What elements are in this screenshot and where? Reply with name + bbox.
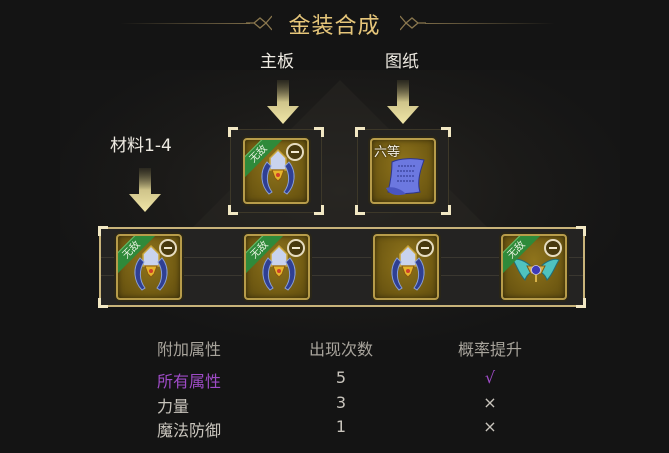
- main-board-frame: 无敌: [228, 127, 324, 215]
- page-title: 金装合成: [288, 14, 381, 39]
- title-bar: 金装合成: [0, 6, 669, 40]
- grade-label: 六等: [374, 145, 401, 160]
- row-count: 1: [335, 417, 347, 436]
- ornament-right-icon: [400, 15, 426, 31]
- materials-frame: 无敌 无敌 无敌: [98, 226, 586, 308]
- material-slot-3[interactable]: [373, 234, 439, 300]
- row-count: 5: [335, 368, 347, 387]
- row-count: 3: [335, 393, 347, 412]
- check-icon: √: [484, 368, 496, 387]
- helmet-icon: [261, 148, 295, 195]
- remove-button[interactable]: [159, 239, 177, 257]
- scroll-icon: [386, 158, 425, 196]
- header-occurrences: 出现次数: [308, 340, 374, 359]
- main-board-slot[interactable]: 无敌: [243, 138, 309, 204]
- title-divider-right: [425, 23, 555, 24]
- wings-amulet-icon: [512, 258, 560, 282]
- remove-button[interactable]: [544, 239, 562, 257]
- label-main-board: 主板: [260, 52, 294, 72]
- remove-button[interactable]: [286, 143, 304, 161]
- arrow-down-icon: [387, 80, 419, 124]
- helmet-icon: [262, 244, 296, 291]
- title-divider-left: [120, 23, 250, 24]
- cross-icon: ×: [483, 393, 497, 412]
- label-materials: 材料1-4: [110, 136, 172, 156]
- material-slot-4[interactable]: 无敌: [501, 234, 567, 300]
- row-attribute: 力量: [157, 397, 190, 416]
- blueprint-slot[interactable]: 六等: [370, 138, 436, 204]
- material-slot-1[interactable]: 无敌: [116, 234, 182, 300]
- remove-button[interactable]: [287, 239, 305, 257]
- label-blueprint: 图纸: [385, 52, 419, 72]
- blueprint-frame: 六等: [355, 127, 451, 215]
- ornament-left-icon: [246, 15, 272, 31]
- arrow-down-icon: [129, 168, 161, 212]
- cross-icon: ×: [483, 417, 497, 436]
- arrow-down-icon: [267, 80, 299, 124]
- helmet-icon: [134, 244, 168, 291]
- remove-button[interactable]: [416, 239, 434, 257]
- row-attribute: 魔法防御: [157, 421, 222, 440]
- helmet-icon: [391, 244, 425, 291]
- material-slot-2[interactable]: 无敌: [244, 234, 310, 300]
- header-attribute: 附加属性: [157, 340, 222, 359]
- row-attribute: 所有属性: [157, 372, 222, 391]
- header-probability-boost: 概率提升: [457, 340, 523, 359]
